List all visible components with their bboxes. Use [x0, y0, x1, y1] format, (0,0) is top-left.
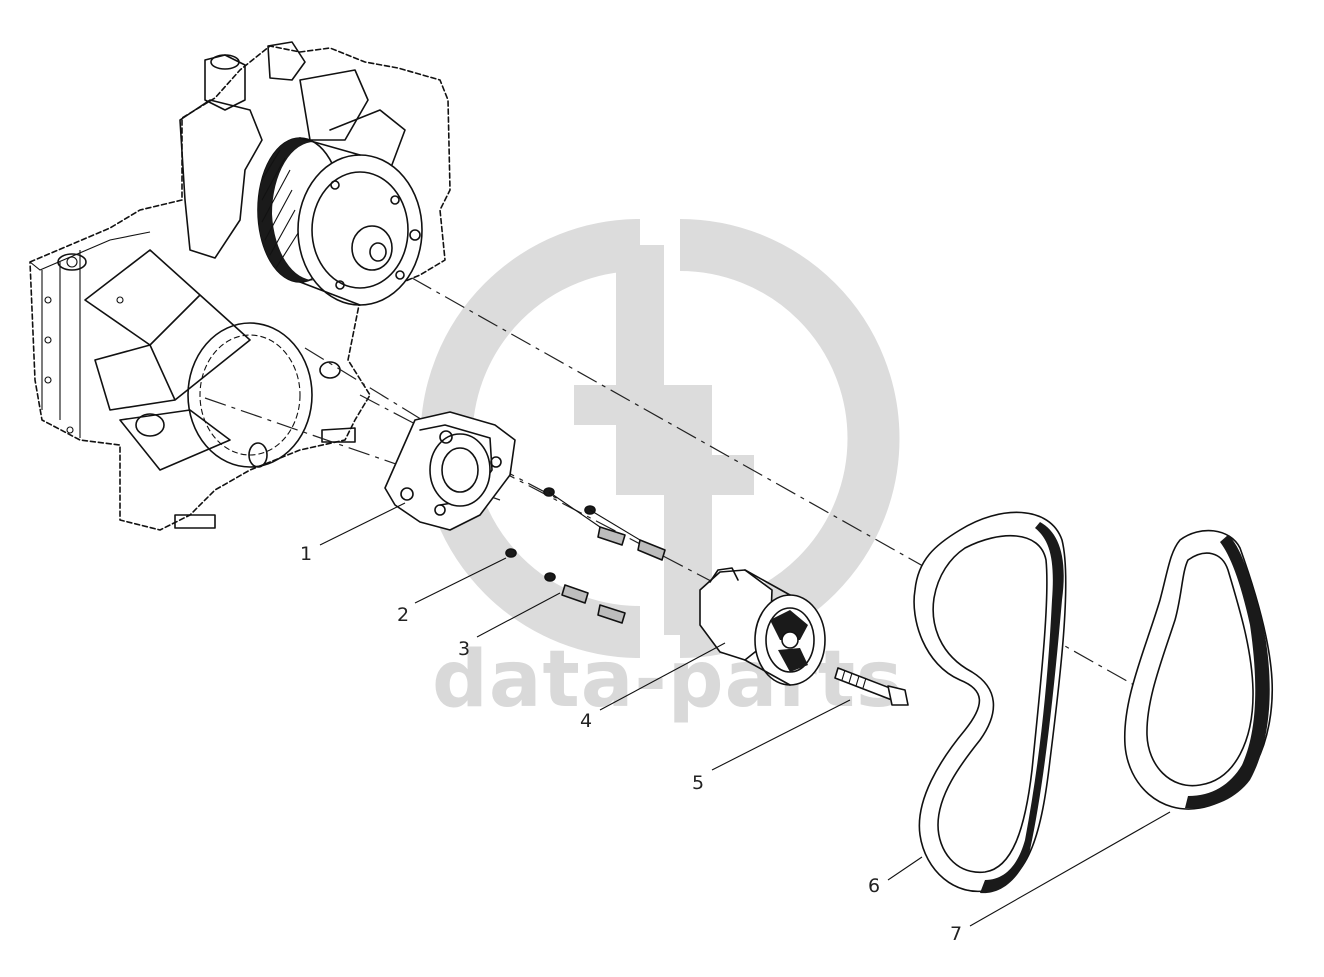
callout-7: 7 — [950, 923, 962, 945]
callout-leaders — [319, 502, 1171, 927]
assembly-centerlines — [204, 277, 1206, 726]
callout-2: 2 — [397, 604, 409, 626]
part-3-screws — [548, 491, 666, 624]
callout-4: 4 — [580, 710, 592, 732]
engine-front-cover — [29, 41, 451, 531]
part-5-bolt — [834, 667, 909, 706]
part-6-belt-large — [913, 511, 1067, 894]
part-1-bracket — [384, 411, 516, 531]
callout-5: 5 — [692, 772, 704, 794]
callout-3: 3 — [458, 638, 470, 660]
watermark-text: data-parts — [432, 635, 903, 725]
callout-6: 6 — [868, 875, 880, 897]
part-7-belt-small — [1123, 529, 1274, 810]
part-4-tensioner — [699, 567, 826, 686]
water-pump-pulley — [257, 137, 423, 306]
callout-1: 1 — [300, 543, 312, 565]
